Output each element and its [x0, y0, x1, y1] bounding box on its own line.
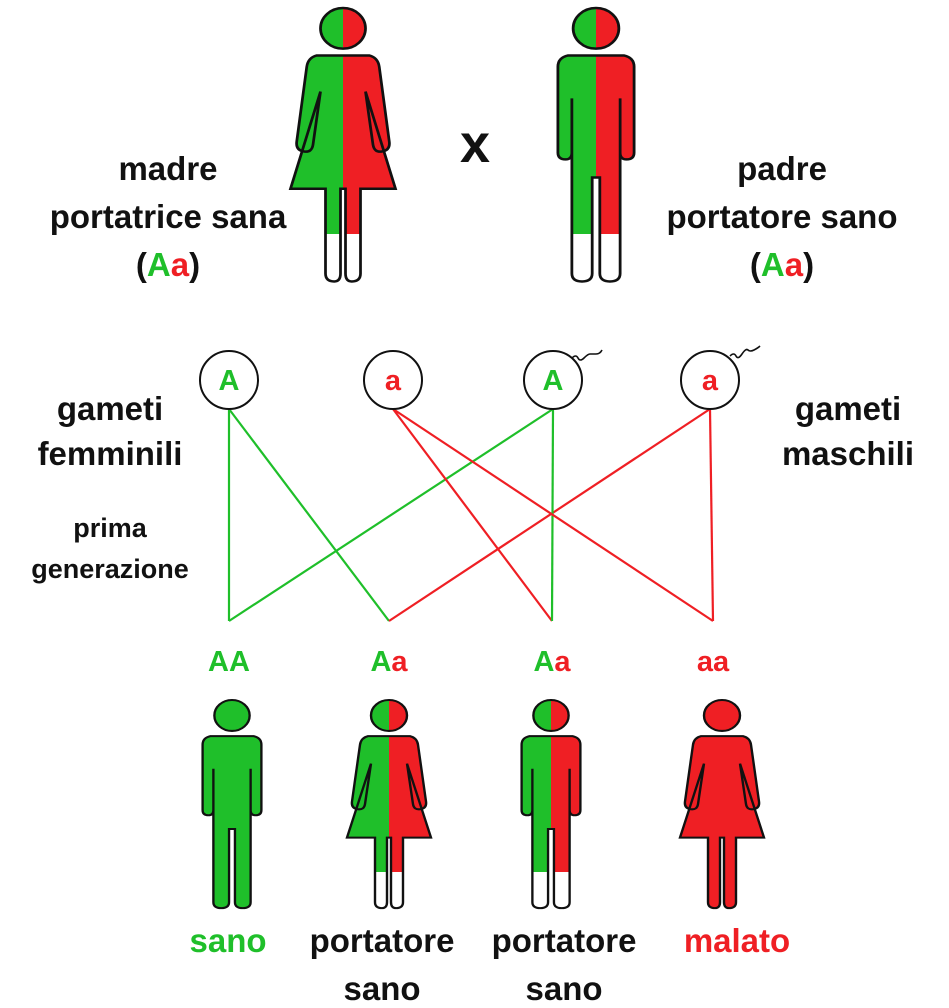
gamete-allele: a [702, 365, 719, 397]
offspring-label-malato: malato [684, 922, 790, 959]
father-genotype: (Aa) [750, 246, 814, 283]
gamete-male-a: a [680, 345, 761, 410]
sperm-tail-icon [571, 349, 603, 361]
offspring-label-line2: sano [343, 970, 420, 1007]
mother-label-line2: portatrice sana [50, 198, 287, 235]
generation-label-line1: prima [73, 513, 148, 543]
father-figure [556, 6, 636, 283]
generation-label: prima generazione [31, 513, 189, 584]
male-gametes-label-line2: maschili [782, 435, 914, 472]
gametes: A a A a [199, 345, 761, 410]
offspring-genotype: Aa [533, 646, 571, 678]
offspring-figure-malato [678, 698, 766, 910]
cross-line [392, 408, 553, 622]
offspring-genotypes: AA Aa Aa aa [208, 646, 730, 678]
offspring-genotype: aa [697, 646, 730, 678]
gamete-allele: A [543, 365, 564, 397]
offspring-genotype: AA [208, 646, 250, 678]
gamete-allele: A [219, 365, 240, 397]
sperm-tail-icon [729, 345, 761, 359]
father-label: padre portatore sano (Aa) [666, 150, 897, 283]
male-gametes-label: gameti maschili [782, 390, 914, 472]
offspring-label-line1: portatore [310, 922, 455, 959]
offspring-label-line1: portatore [492, 922, 637, 959]
mother-genotype: (Aa) [136, 246, 200, 283]
cross-line [228, 408, 554, 622]
female-gametes-label: gameti femminili [38, 390, 183, 472]
female-gametes-label-line1: gameti [57, 390, 163, 427]
generation-label-line2: generazione [31, 554, 189, 584]
cross-lines [227, 408, 715, 622]
mother-label-line1: madre [118, 150, 217, 187]
father-label-line2: portatore sano [666, 198, 897, 235]
gamete-female-a: a [363, 350, 423, 410]
male-gametes-label-line1: gameti [795, 390, 901, 427]
cross-line [708, 408, 715, 622]
gamete-allele: a [385, 365, 402, 397]
father-label-line1: padre [737, 150, 827, 187]
mother-label: madre portatrice sana (Aa) [50, 150, 287, 283]
offspring-figure-carrier-female [345, 698, 433, 910]
cross-line [228, 408, 390, 622]
offspring-genotype: Aa [370, 646, 408, 678]
offspring-labels: sano portatore sano portatore sano malat… [189, 922, 790, 1007]
offspring-label-line2: sano [525, 970, 602, 1007]
offspring-figure-carrier-male [520, 698, 582, 910]
cross-line [392, 408, 714, 622]
gamete-male-A: A [523, 349, 603, 410]
cross-line [388, 408, 711, 622]
gamete-female-A: A [199, 350, 259, 410]
offspring-label-sano: sano [189, 922, 266, 959]
mother-figure [289, 6, 397, 283]
cross-symbol: x [460, 114, 490, 174]
female-gametes-label-line2: femminili [38, 435, 183, 472]
offspring-figure-sano [201, 698, 263, 910]
